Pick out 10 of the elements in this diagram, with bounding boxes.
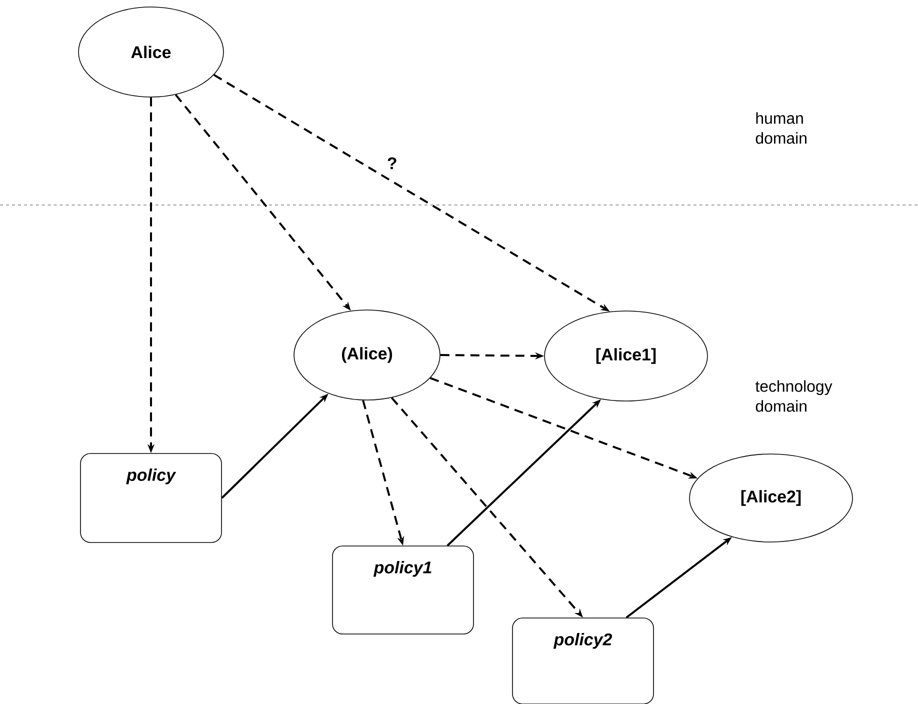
ellipse-node: [Alice2] [689, 454, 853, 542]
ellipse-node: [Alice1] [544, 310, 708, 402]
ellipse-node: (Alice) [294, 310, 440, 400]
rounded-box: policy2 [512, 618, 654, 704]
edge-label: ? [384, 155, 400, 172]
ellipse-node: Alice [78, 6, 224, 98]
rounded-box: policy [80, 453, 222, 543]
rounded-box: policy1 [332, 546, 474, 634]
zone-label: human domain [756, 112, 806, 144]
zone-label: technology domain [755, 380, 832, 412]
